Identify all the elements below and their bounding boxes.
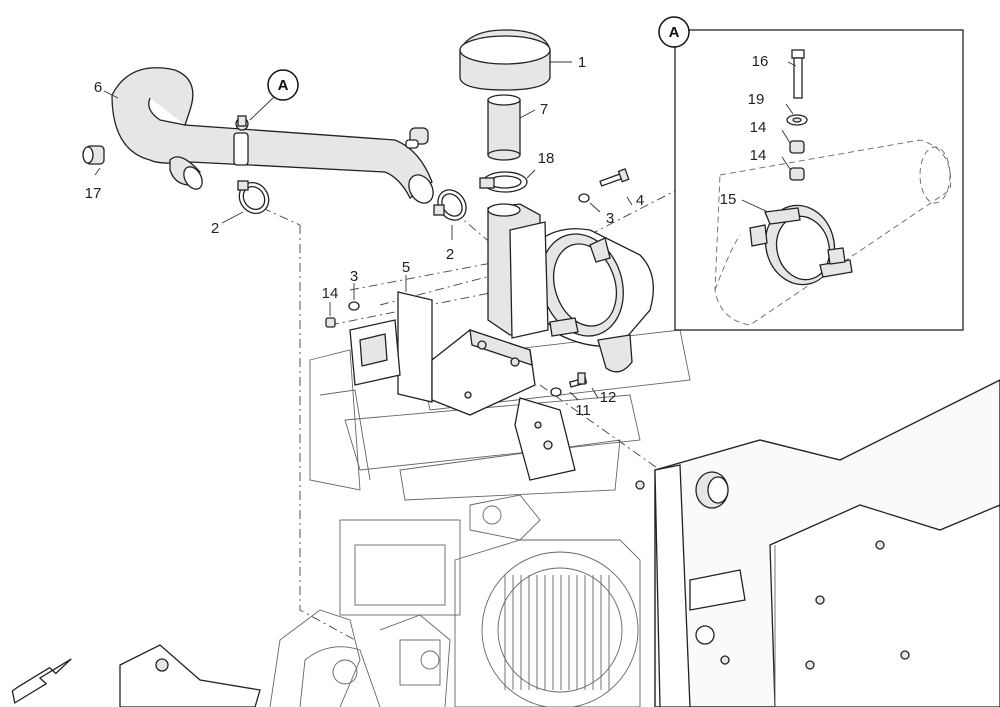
bolt-16 (791, 49, 805, 99)
bolt-11 (568, 372, 588, 388)
label-14-a: 14 (750, 119, 767, 136)
label-7: 7 (540, 101, 548, 118)
nut-14-a (789, 140, 805, 154)
label-2-left: 2 (211, 220, 219, 237)
lower-bracket-plate (514, 397, 576, 481)
lower-left-bracket (119, 644, 261, 707)
nut-14-left (325, 317, 336, 328)
direction-arrow-icon (11, 658, 72, 704)
pipe-clamp-15 (749, 204, 853, 286)
label-3-top: 3 (606, 210, 614, 227)
label-3-left: 3 (350, 268, 358, 285)
washer-19 (786, 114, 808, 126)
mounting-bracket (431, 329, 536, 416)
svg-text:A: A (669, 24, 680, 41)
label-19: 19 (748, 91, 765, 108)
leader-lines (94, 61, 797, 401)
nut-14-b (789, 167, 805, 181)
label-11: 11 (575, 402, 591, 419)
clamp-18 (479, 171, 528, 193)
chassis-frame (635, 379, 1000, 707)
engine-assembly-ghost (269, 494, 641, 707)
label-18: 18 (538, 150, 555, 167)
air-filter-housing (487, 203, 654, 373)
intake-hose (111, 67, 434, 204)
svg-text:A: A (278, 77, 289, 94)
washer-3-top (578, 193, 590, 203)
part-labels: 1 7 18 4 3 6 17 2 2 3 5 14 12 11 16 19 1… (85, 53, 769, 419)
label-16: 16 (752, 53, 769, 70)
hose-clamp-top (233, 115, 249, 166)
label-14-left: 14 (322, 285, 339, 302)
mounting-plate (349, 291, 433, 403)
label-2-right: 2 (446, 246, 454, 263)
label-5: 5 (402, 259, 410, 276)
detail-a-box (674, 29, 964, 331)
washer-12 (550, 387, 562, 397)
label-12: 12 (600, 389, 617, 406)
cap-17 (82, 145, 105, 165)
callout-a-main: A (249, 69, 299, 121)
label-15: 15 (720, 191, 737, 208)
bolt-4 (599, 168, 630, 187)
rain-cap (459, 29, 551, 91)
label-4: 4 (636, 192, 644, 209)
hose-clamp-right (433, 189, 467, 221)
label-17: 17 (85, 185, 102, 202)
washer-3-left (348, 301, 360, 311)
label-14-b: 14 (750, 147, 767, 164)
rubber-plug (405, 127, 429, 149)
callout-a-detail: A (658, 16, 690, 48)
intake-pipe (487, 94, 521, 161)
label-1: 1 (578, 54, 586, 71)
radiator-fan-ghost (481, 551, 639, 707)
hose-clamp-left (237, 180, 270, 215)
label-6: 6 (94, 79, 102, 96)
